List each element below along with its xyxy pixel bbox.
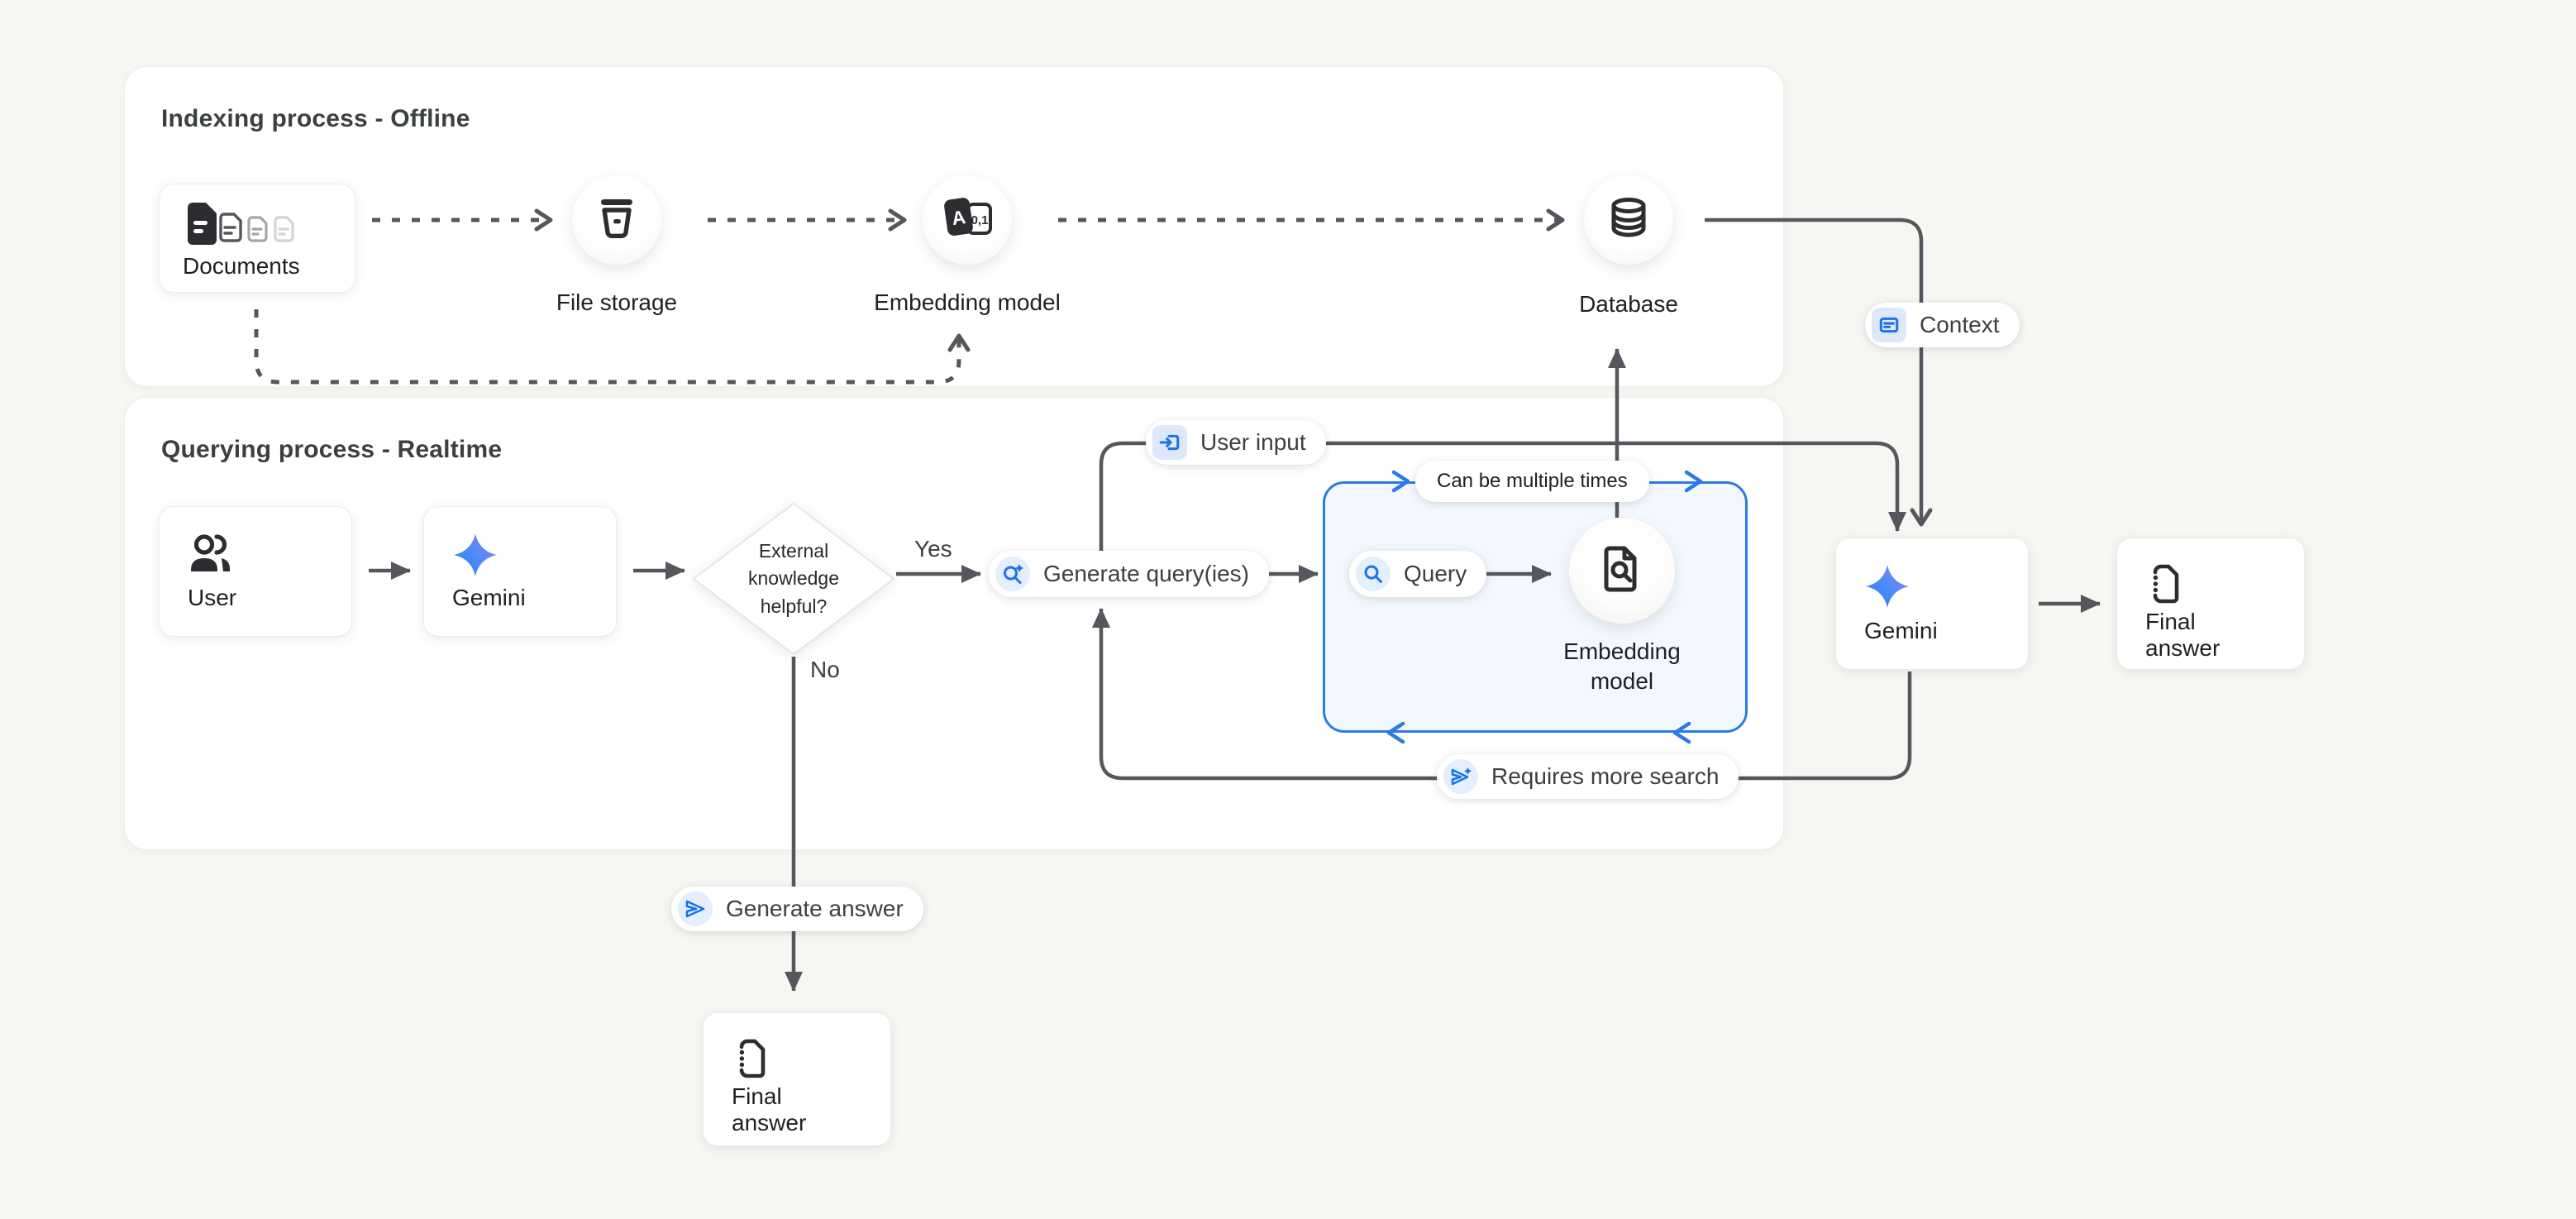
embedding-nums-glyph: 0,1 [971, 213, 989, 227]
decision-label: External knowledge helpful? [748, 539, 839, 617]
stacked-documents-icon [183, 201, 332, 253]
article-icon [1872, 308, 1906, 342]
section-querying-title: Querying process - Realtime [161, 436, 503, 463]
search-sparkle-icon [995, 557, 1030, 591]
gemini-right-label: Gemini [1864, 618, 1938, 643]
gemini-sparkle-icon [1864, 563, 2000, 614]
query-pill-label: Query [1404, 561, 1467, 586]
embedding-model-query-node [1569, 518, 1675, 624]
user-input-pill: User input [1146, 420, 1326, 465]
gemini-left-label: Gemini [452, 585, 526, 610]
can-be-multiple-times-pill: Can be multiple times [1415, 461, 1649, 502]
loop-direction-chevrons [1386, 470, 1703, 744]
final-answer-right-label: Final answer [2145, 609, 2221, 661]
requires-more-search-pill: Requires more search [1437, 754, 1739, 799]
storage-bucket-icon [594, 195, 639, 246]
query-pill: Query [1349, 551, 1487, 597]
context-pill-label: Context [1920, 312, 2000, 337]
gemini-sparkle-icon [452, 532, 588, 582]
decision-diamond: External knowledge helpful? [691, 501, 896, 657]
database-label: Database [1579, 291, 1678, 317]
embedding-model-node: 0,1 A [923, 175, 1012, 265]
file-storage-label: File storage [556, 289, 678, 315]
context-edge [1705, 218, 1933, 527]
send-sparkle-icon [1443, 759, 1478, 794]
send-icon [678, 892, 713, 926]
final-answer-right-node: Final answer [2116, 538, 2305, 670]
user-label: User [188, 585, 237, 610]
requires-more-search-edge [1092, 608, 1912, 781]
gemini-right-node: Gemini [1835, 538, 2029, 670]
yes-edge-label: Yes [914, 536, 952, 562]
user-input-edge [1099, 441, 1906, 551]
database-node [1584, 175, 1673, 265]
user-node: User [159, 506, 352, 637]
user-input-label: User input [1200, 429, 1306, 455]
documents-label: Documents [183, 253, 300, 279]
section-indexing-title: Indexing process - Offline [161, 105, 470, 132]
indexing-dashed-edges [254, 208, 1565, 385]
summary-document-icon [732, 1038, 862, 1083]
people-icon [188, 532, 323, 581]
requires-more-search-label: Requires more search [1491, 763, 1720, 789]
generate-queries-label: Generate query(ies) [1043, 561, 1250, 586]
embedding-model-label: Embedding model [874, 289, 1061, 315]
search-icon [1356, 557, 1391, 591]
database-cylinder-icon [1606, 196, 1651, 245]
file-storage-node [572, 175, 661, 265]
embedding-a-glyph: A [951, 206, 967, 229]
query-loop-box [1323, 481, 1748, 733]
generate-answer-label: Generate answer [726, 896, 904, 921]
text-embedding-icon: 0,1 A [941, 194, 994, 247]
gemini-left-node: Gemini [423, 506, 617, 637]
generate-answer-pill: Generate answer [671, 887, 923, 931]
documents-node: Documents [159, 184, 355, 293]
no-edge-label: No [810, 657, 840, 682]
document-search-icon [1598, 545, 1646, 597]
generate-queries-pill: Generate query(ies) [989, 551, 1270, 597]
can-be-multiple-times-label: Can be multiple times [1437, 470, 1628, 492]
embedding-model-query-label: Embedding model [1563, 638, 1681, 695]
summary-document-icon [2145, 563, 2276, 609]
context-pill: Context [1865, 303, 2020, 347]
final-answer-bottom-label: Final answer [732, 1083, 807, 1135]
input-arrow-icon [1152, 425, 1187, 460]
final-answer-bottom-node: Final answer [703, 1012, 891, 1146]
